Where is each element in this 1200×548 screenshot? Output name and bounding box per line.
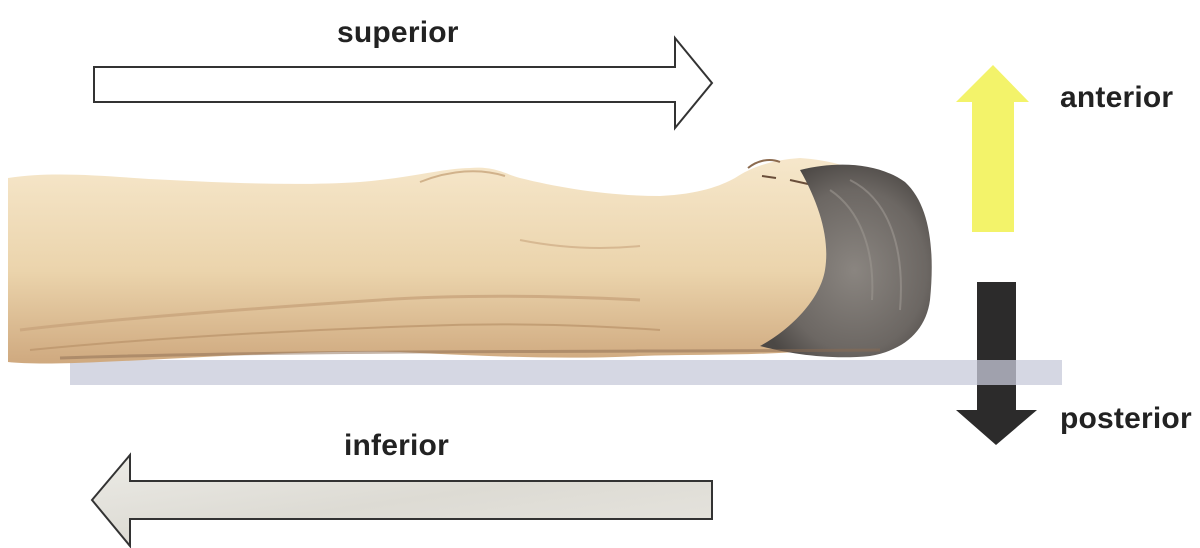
inferior-label: inferior	[344, 431, 449, 461]
superior-label: superior	[337, 18, 459, 48]
anterior-label: anterior	[1060, 83, 1173, 113]
anterior-arrow-icon	[956, 65, 1029, 232]
table-surface	[70, 360, 1062, 385]
superior-arrow-icon	[94, 38, 712, 128]
supine-figure-illustration	[8, 158, 932, 364]
inferior-arrow-icon	[92, 455, 712, 546]
posterior-label: posterior	[1060, 404, 1192, 434]
